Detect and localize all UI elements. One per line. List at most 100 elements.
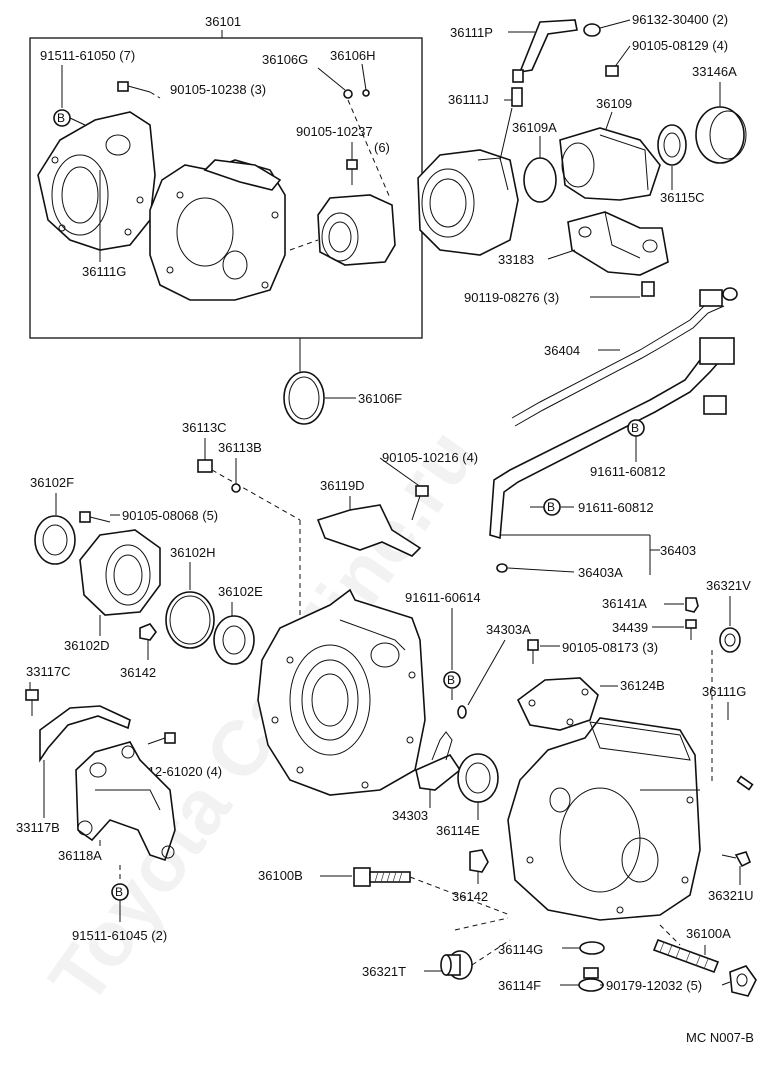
label-33146A: 33146A xyxy=(692,64,737,79)
label-36321U: 36321U xyxy=(708,888,754,903)
label-36115C: 36115C xyxy=(660,190,705,205)
drain-plug-36114F xyxy=(578,967,604,992)
label-quantity-6: (6) xyxy=(374,140,390,155)
breather-hose-36111P xyxy=(518,19,578,74)
bolt-36100B xyxy=(353,867,411,887)
label-36102E: 36102E xyxy=(218,584,263,599)
label-90119-08276: 90119-08276 (3) xyxy=(464,290,559,305)
plug-36113C xyxy=(197,459,213,473)
oil-seal-36102F xyxy=(34,515,76,565)
bolt-90105-10216 xyxy=(411,485,429,521)
retainer-36102D xyxy=(79,529,161,616)
label-90105-08129: 90105-08129 (4) xyxy=(632,38,728,53)
label-90179-12032: 90179-12032 (5) xyxy=(606,978,702,993)
bolt-36321U xyxy=(721,851,752,868)
label-36111G-right: 36111G xyxy=(702,684,746,699)
label-90105-08068: 90105-08068 (5) xyxy=(122,508,218,523)
label-91611-60812-a: 91611-60812 xyxy=(590,464,666,479)
label-36114E: 36114E xyxy=(436,823,480,838)
label-36119D: 36119D xyxy=(320,478,365,493)
label-33183: 33183 xyxy=(498,252,534,267)
label-36118A: 36118A xyxy=(58,848,102,863)
label-34303: 34303 xyxy=(392,808,428,823)
gasket-36106H xyxy=(362,89,370,97)
label-36124B: 36124B xyxy=(620,678,665,693)
label-36100A: 36100A xyxy=(686,926,731,941)
label-96132-30400: 96132-30400 (2) xyxy=(632,12,728,27)
label-36142-center: 36142 xyxy=(452,889,488,904)
label-36106H: 36106H xyxy=(330,48,376,63)
oil-seal-36102E xyxy=(213,615,255,665)
bushing-36321T xyxy=(440,950,473,980)
o-ring-36106F xyxy=(283,371,325,425)
transfer-case-main xyxy=(257,588,426,796)
label-90105-10237: 90105-10237 xyxy=(296,124,373,139)
front-case-half xyxy=(37,111,156,251)
nut-36142-left xyxy=(139,623,157,641)
plug-36106G xyxy=(343,89,353,99)
callout-b-4 xyxy=(443,671,461,689)
label-91511-61045: 91511-61045 (2) xyxy=(72,928,167,943)
label-36321T: 36321T xyxy=(362,964,406,979)
adapter-housing-36109 xyxy=(559,127,661,201)
bolt-33117C xyxy=(25,689,39,716)
label-36100B: 36100B xyxy=(258,868,303,883)
union-36111J xyxy=(511,87,523,107)
label-36114F: 36114F xyxy=(498,978,541,993)
label-91611-60812-b: 91611-60812 xyxy=(578,500,654,515)
center-case xyxy=(149,159,286,301)
oil-seal-36114E xyxy=(457,753,499,803)
label-90105-10238: 90105-10238 (3) xyxy=(170,82,266,97)
label-36109: 36109 xyxy=(596,96,632,111)
bearing-36115C xyxy=(657,124,687,166)
bolt-90105-10238 xyxy=(117,81,151,93)
plug-36141A xyxy=(685,597,699,613)
diagram-code: MC N007-B xyxy=(686,1030,754,1045)
label-91511-61050: 91511-61050 (7) xyxy=(40,48,135,63)
bushing-36321V xyxy=(719,627,741,653)
label-36109A: 36109A xyxy=(512,120,557,135)
dust-cover-33146A xyxy=(695,106,747,164)
bolt-90105-08173 xyxy=(527,639,539,664)
label-36403A: 36403A xyxy=(578,565,623,580)
svg-text:B: B xyxy=(547,500,555,514)
svg-text:B: B xyxy=(115,885,123,899)
label-91611-60614: 91611-60614 xyxy=(405,590,481,605)
label-36113B: 36113B xyxy=(218,440,262,455)
label-90105-08173: 90105-08173 (3) xyxy=(562,640,658,655)
bracket-36118A xyxy=(75,741,176,862)
gasket-36109A xyxy=(523,157,557,203)
o-ring-36403A xyxy=(496,563,508,573)
bolt-90105-08129 xyxy=(605,65,619,77)
label-36141A: 36141A xyxy=(602,596,647,611)
o-ring-36102H xyxy=(165,591,215,649)
nut-36142-center xyxy=(469,849,489,873)
label-33117C: 33117C xyxy=(26,664,71,679)
o-ring-34303A xyxy=(457,705,467,719)
mount-33183 xyxy=(567,211,669,276)
extension-housing xyxy=(417,149,519,256)
filler-tube-36403 xyxy=(489,337,735,540)
bolt-90105-08068 xyxy=(79,511,111,523)
label-36111J: 36111J xyxy=(448,92,489,107)
label-36142-left: 36142 xyxy=(120,665,156,680)
extension-collar xyxy=(317,194,396,266)
label-33117B: 33117B xyxy=(16,820,60,835)
label-36321V: 36321V xyxy=(706,578,751,593)
svg-text:B: B xyxy=(447,673,455,687)
label-34439: 34439 xyxy=(612,620,648,635)
label-36102H: 36102H xyxy=(170,545,216,560)
label-36106G: 36106G xyxy=(262,52,308,67)
label-36102F: 36102F xyxy=(30,475,74,490)
label-36111P: 36111P xyxy=(450,25,493,40)
callout-b-1-letter: B xyxy=(57,111,65,125)
label-36111G-top: 36111G xyxy=(82,264,126,279)
label-34303A: 34303A xyxy=(486,622,531,637)
bolt-90119-08276 xyxy=(641,281,655,297)
stud-36100A xyxy=(652,938,720,974)
label-36403: 36403 xyxy=(660,543,696,558)
clip-96132-30400 xyxy=(583,23,601,37)
label-36113C: 36113C xyxy=(182,420,227,435)
bolt-91512-61020 xyxy=(147,732,176,745)
bolt-90105-10237 xyxy=(346,159,358,185)
